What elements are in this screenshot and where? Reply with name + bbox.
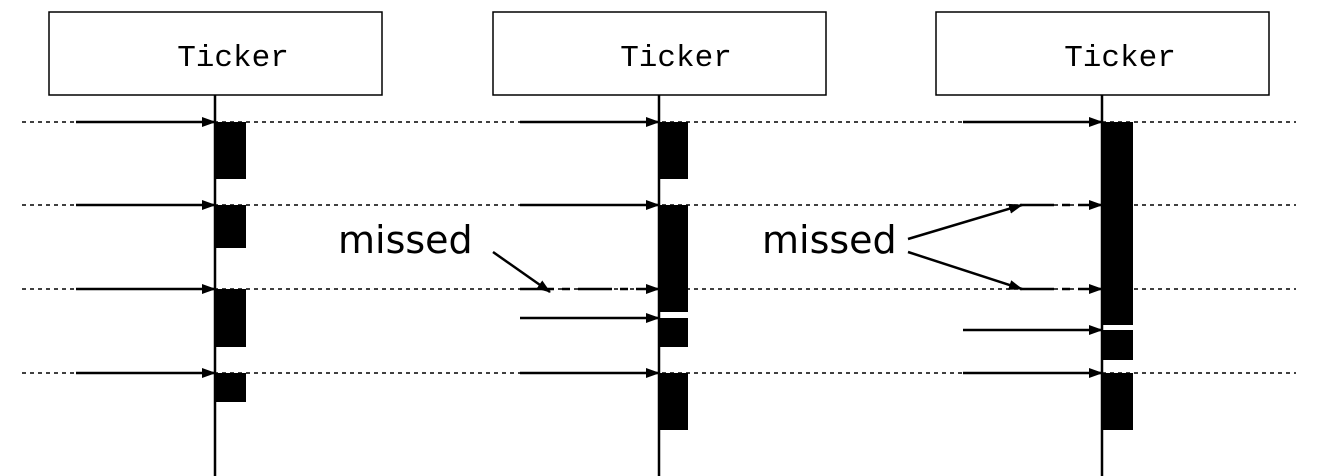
ticker-panel-3: Ticker missed xyxy=(762,11,1270,476)
activation-2-3 xyxy=(660,318,688,347)
missed-label-2: missed xyxy=(338,218,473,262)
activation-1-2 xyxy=(216,205,246,248)
ticker-panel-2: Ticker missed xyxy=(338,11,827,476)
ticker-title-1: Ticker xyxy=(177,41,289,76)
ticker-box-3 xyxy=(935,11,1270,96)
activation-3-1 xyxy=(1103,122,1133,325)
ticker-title-2: Ticker xyxy=(620,41,732,76)
ticker-box-1 xyxy=(48,11,383,96)
missed-pointer-3-lower xyxy=(907,250,1023,291)
ticker-title-3: Ticker xyxy=(1064,41,1176,76)
activation-1-1 xyxy=(216,122,246,179)
activation-1-4 xyxy=(216,373,246,402)
missed-label-3: missed xyxy=(762,218,897,262)
activation-3-3 xyxy=(1103,373,1133,430)
missed-pointer-2 xyxy=(492,250,551,294)
activation-2-2 xyxy=(660,205,688,312)
activation-1-3 xyxy=(216,289,246,347)
activation-2-4 xyxy=(660,373,688,430)
activation-2-1 xyxy=(660,122,688,179)
ticker-panel-1: Ticker xyxy=(48,11,383,476)
missed-pointer-3-upper xyxy=(907,203,1023,241)
activation-3-2 xyxy=(1103,330,1133,360)
